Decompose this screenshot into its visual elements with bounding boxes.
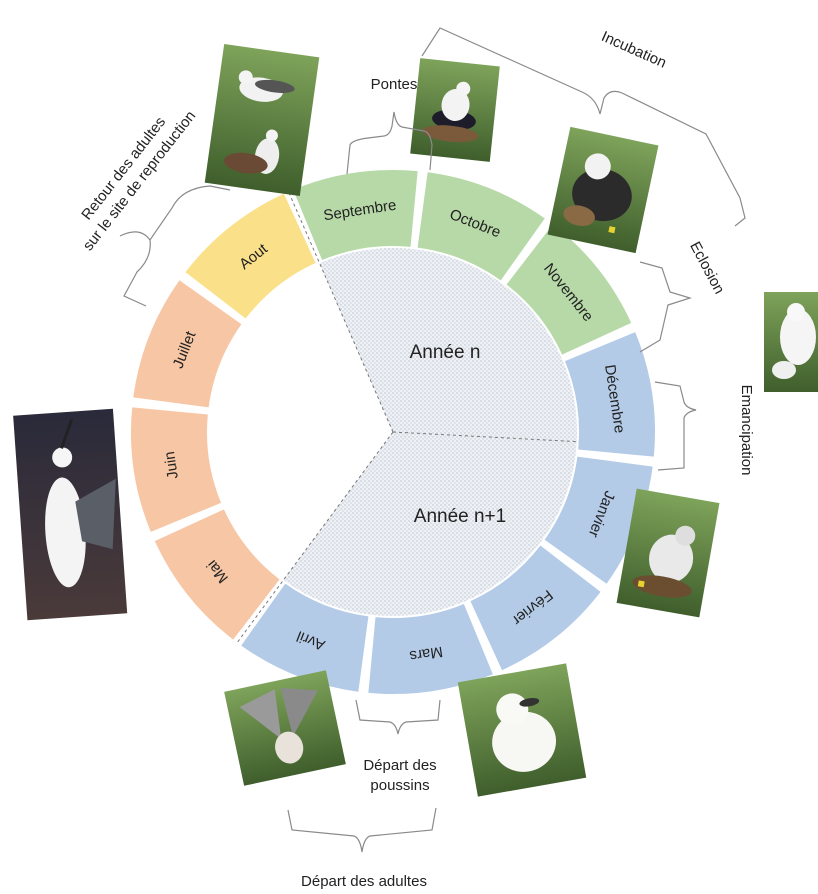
- annotation-retour: Retour des adultes sur le site de reprod…: [64, 95, 199, 254]
- photo-adults-return: [205, 44, 320, 196]
- year-n-label: Année n: [410, 342, 481, 363]
- brace-depart-adultes: [288, 808, 436, 852]
- annotation-incubation: Incubation: [599, 28, 669, 72]
- year-n1-label: Année n+1: [414, 506, 506, 527]
- annotation-pontes: Pontes: [371, 76, 418, 93]
- annotation-eclosion: Eclosion: [686, 239, 728, 297]
- photo-courtship: [13, 409, 127, 620]
- brace-depart-poussins: [356, 700, 440, 734]
- annotation-depart-poussins-line1: Départ des: [363, 757, 436, 774]
- brace-emancipation: [655, 382, 696, 470]
- photo-egg-laying: [410, 58, 500, 162]
- photo-adult-flight: [224, 670, 346, 786]
- photo-chick-guard: [764, 292, 818, 392]
- photo-incubation: [548, 127, 659, 253]
- annotation-depart-poussins-line2: poussins: [370, 777, 429, 794]
- annotation-emancipation: Emancipation: [738, 385, 755, 476]
- photo-chick-downy: [458, 663, 586, 796]
- annotation-depart-adultes: Départ des adultes: [301, 873, 427, 890]
- brace-eclosion: [640, 262, 690, 352]
